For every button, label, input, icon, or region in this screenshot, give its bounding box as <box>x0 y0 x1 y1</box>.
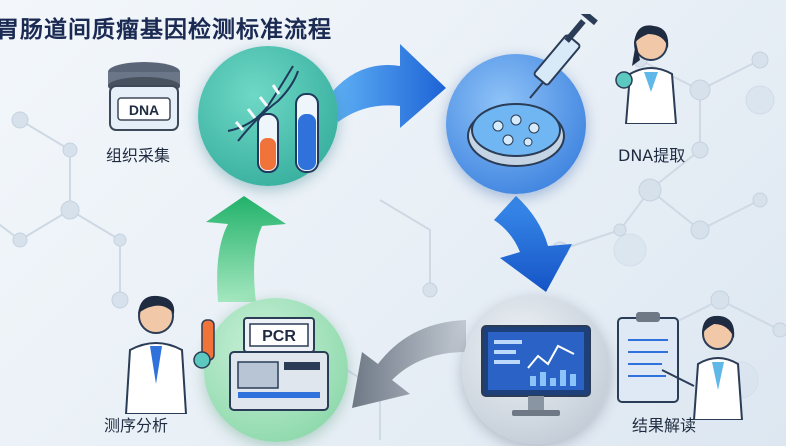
label-interpret: 结果解读 <box>632 416 697 435</box>
interpret-node <box>462 296 610 444</box>
extract-node <box>446 54 586 194</box>
monitor-icon <box>481 325 591 416</box>
petri-dish-icon <box>467 103 565 167</box>
collect-node <box>198 46 338 186</box>
scientist-extract-icon <box>615 25 678 124</box>
arrow-interpret-to-sequence <box>352 320 466 408</box>
page-title: 胃肠道间质瘤基因检测标准流程 <box>0 17 332 43</box>
jar-label: DNA <box>129 102 159 118</box>
arrow-sequence-to-collect <box>206 196 286 302</box>
syringe-icon <box>529 14 598 99</box>
dna-tubes-icon <box>227 65 319 173</box>
dna-jar-icon: DNA <box>108 62 180 131</box>
arrow-extract-to-interpret <box>494 196 572 292</box>
arrow-collect-to-extract <box>332 44 446 128</box>
label-sequence: 测序分析 <box>104 416 169 435</box>
label-collect: 组织采集 <box>106 146 171 165</box>
sequence-node: PCR <box>204 298 348 442</box>
scientist-report-icon <box>617 312 744 420</box>
scientist-sequence-icon <box>124 295 215 414</box>
label-extract: DNA提取 <box>618 146 686 165</box>
pcr-machine-icon: PCR <box>229 317 329 411</box>
pcr-label: PCR <box>262 328 296 345</box>
